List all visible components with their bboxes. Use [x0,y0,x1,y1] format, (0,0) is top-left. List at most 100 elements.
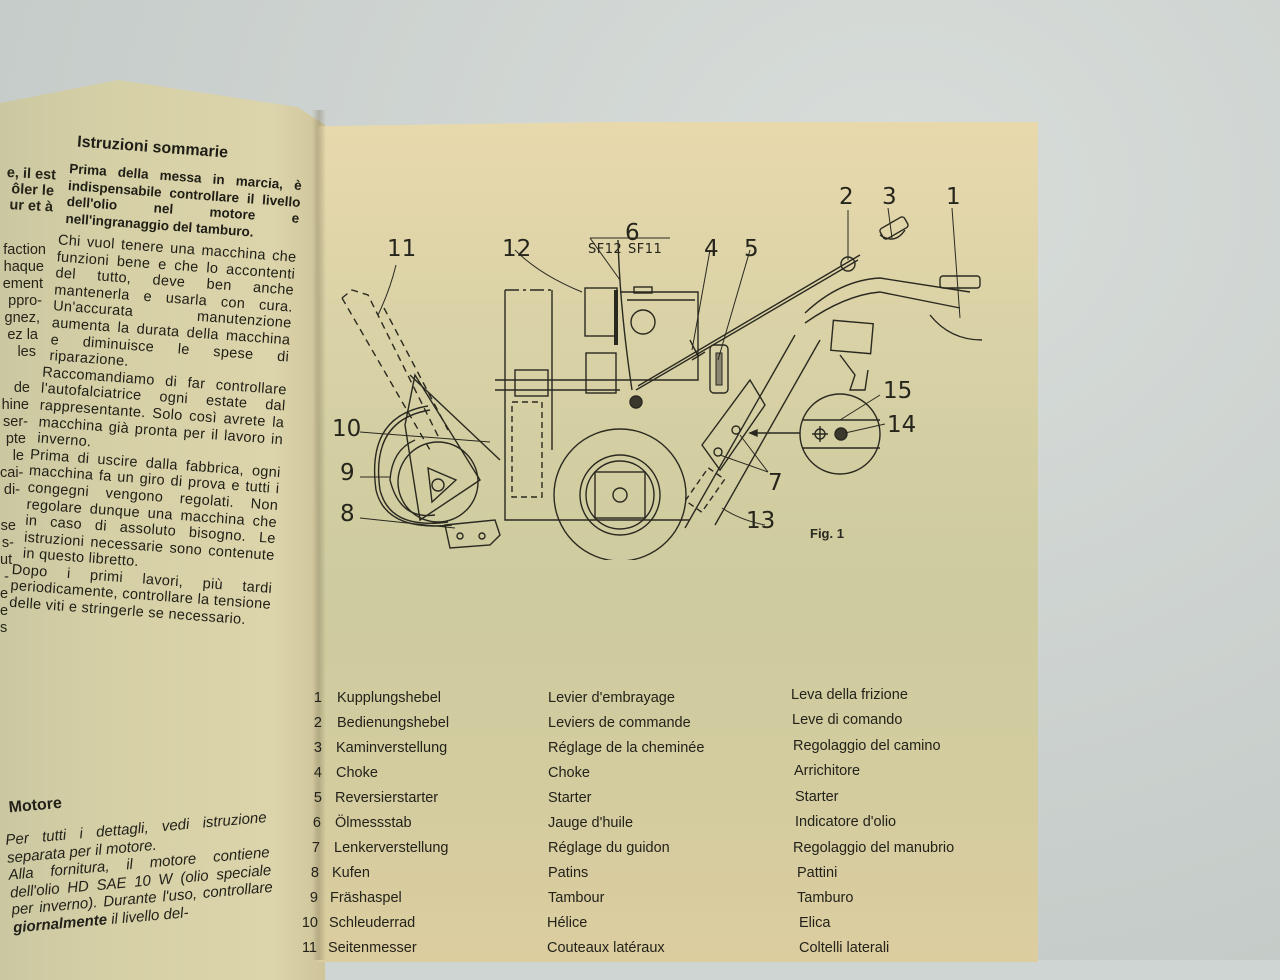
part-name-it: Elica [799,915,831,931]
legend-row: 11 Seitenmesser Couteaux latéraux Coltel… [300,940,1000,965]
callout-15: 15 [883,378,913,404]
cut-text-fragment: ut [0,552,13,568]
part-number: 1 [313,690,322,706]
legend-row: 6 Ölmessstab Jauge d'huile Indicatore d'… [300,814,1000,840]
part-name-fr: Réglage de la cheminée [548,740,705,756]
part-name-fr: Réglage du guidon [548,840,670,856]
callout-13: 13 [746,508,776,534]
part-name-fr: Starter [548,790,592,806]
callout-7: 7 [768,470,783,496]
figure-caption: Fig. 1 [810,526,844,541]
cut-text-fragment: ser- [3,414,28,430]
part-name-fr: Couteaux latéraux [547,940,665,956]
parts-legend: 1 Kupplungshebel Levier d'embrayage Leva… [300,687,1000,965]
cut-text-fragment: e [0,586,9,602]
part-name-de: Ölmessstab [335,815,412,831]
snow-blower-drawing [341,207,983,562]
cut-text-fragment: ez la [7,327,38,343]
cut-text-fragment: ement [2,276,43,292]
cut-text-fragment: de [13,380,30,396]
part-name-it: Arrichitore [794,763,861,779]
part-name-it: Starter [795,789,839,805]
callout-10: 10 [332,416,362,442]
callout-6: 6 [625,220,640,246]
motore-section: Motore Per tutti i dettagli, vedi istruz… [2,777,275,936]
cut-text-fragment: les [17,344,36,360]
part-name-de: Kaminverstellung [336,740,448,756]
legend-row: 8 Kufen Patins Pattini [300,865,1000,890]
cut-text-fragment: se [0,518,16,534]
cut-text-fragment: pte [5,431,26,447]
left-page [0,80,325,980]
right-page [318,122,1038,962]
part-name-fr: Tambour [548,890,605,906]
paragraph: Prima di uscire dalla fabbrica, ogni mac… [22,446,282,571]
part-name-de: Kupplungshebel [337,690,442,706]
part-number: 7 [311,840,320,856]
part-name-fr: Patins [548,865,589,881]
warning-paragraph: Prima della messa in marcia, è indispens… [65,161,303,240]
part-name-de: Choke [336,765,378,781]
cut-text-fragment: cai- [0,465,24,481]
cut-text-fragment: - [4,569,9,585]
part-name-de: Seitenmesser [328,940,417,956]
part-name-fr: Hélice [547,915,588,931]
part-name-fr: Leviers de commande [548,715,691,731]
legend-row: 9 Fräshaspel Tambour Tamburo [300,890,1000,915]
cut-text-fragment: di- [3,482,20,498]
part-name-de: Reversierstarter [335,790,439,806]
part-number: 10 [301,915,318,931]
callout-14: 14 [887,412,917,438]
part-number: 9 [309,890,318,906]
callout-sf12: SF12 [588,242,623,257]
callout-2: 2 [839,184,854,210]
callout-3: 3 [882,184,897,210]
part-name-it: Tamburo [797,890,854,906]
legend-row: 7 Lenkerverstellung Réglage du guidon Re… [300,840,1000,865]
part-name-fr: Choke [548,765,590,781]
cut-text-fragment: le [12,448,24,464]
part-name-de: Schleuderrad [329,915,416,931]
part-number: 5 [313,790,322,806]
legend-row: 5 Reversierstarter Starter Starter [300,789,1000,815]
part-number: 8 [310,865,319,881]
part-name-it: Regolaggio del camino [793,738,941,754]
legend-row: 3 Kaminverstellung Réglage de la cheminé… [300,738,1000,765]
legend-row: 10 Schleuderrad Hélice Elica [300,915,1000,940]
part-name-it: Indicatore d'olio [795,814,897,830]
cut-text-fragment: gnez, [4,310,40,326]
callout-5: 5 [744,236,759,262]
callout-12: 12 [502,236,532,262]
cut-text-fragment: faction [3,242,46,258]
instructions-column: Istruzioni sommarie Prima della messa in… [0,130,304,631]
callout-11: 11 [387,236,417,262]
cut-text-fragment: hine [1,397,29,413]
callout-8: 8 [340,501,355,527]
part-name-it: Leva della frizione [791,687,908,703]
callout-1: 1 [946,184,961,210]
legend-row: 1 Kupplungshebel Levier d'embrayage Leva… [300,687,1000,715]
book-gutter [312,110,326,960]
part-name-fr: Jauge d'huile [548,815,634,831]
callout-4: 4 [704,236,719,262]
part-name-it: Regolaggio del manubrio [793,840,955,856]
part-name-it: Leve di comando [792,712,903,728]
cut-text-fragment: haque [3,259,44,275]
part-number: 11 [301,940,317,956]
cut-text-fragment: ppro- [8,293,42,309]
part-number: 4 [313,765,322,781]
part-name-fr: Levier d'embrayage [548,690,675,706]
cut-text-fragment: e [0,603,9,619]
part-number: 2 [313,715,322,731]
legend-row: 2 Bedienungshebel Leviers de commande Le… [300,712,1000,740]
cut-text-fragment: s [0,620,8,636]
part-name-it: Coltelli laterali [799,940,890,956]
part-name-de: Bedienungshebel [337,715,450,731]
part-name-de: Kufen [332,865,370,881]
cut-text-fragment: s- [1,535,14,551]
paragraph: Chi vuol tenere una macchina che funzion… [48,232,297,370]
legend-row: 4 Choke Choke Arrichitore [300,763,1000,790]
part-name-it: Pattini [797,865,838,881]
machine-diagram: 11 12 6 SF12 SF11 4 5 2 3 1 10 9 8 7 13 … [320,180,1020,562]
part-number: 3 [313,740,322,756]
